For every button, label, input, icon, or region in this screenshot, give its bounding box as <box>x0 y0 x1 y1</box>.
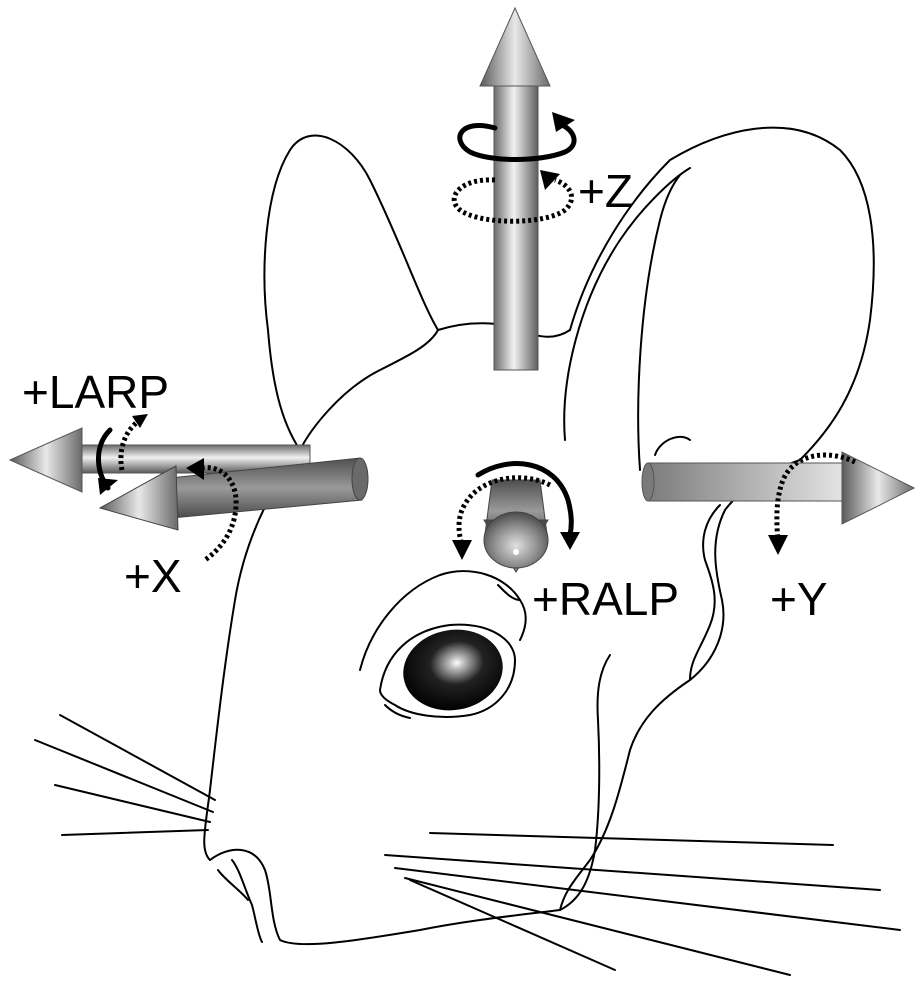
nose-detail <box>232 860 262 942</box>
upper-head-left <box>300 330 438 450</box>
left-ear <box>264 136 438 450</box>
whiskers <box>35 715 900 975</box>
whisker <box>385 855 880 890</box>
y-axis-label: +Y <box>770 573 828 625</box>
larp-label: +LARP <box>22 366 169 418</box>
whisker <box>430 833 833 845</box>
z-axis-arrow <box>480 8 550 370</box>
x-axis-label: +X <box>124 550 182 602</box>
whisker <box>60 715 215 800</box>
ear-tab <box>655 437 690 455</box>
right-face-inner <box>690 505 720 680</box>
whisker <box>55 785 210 822</box>
right-ear-inner-2 <box>638 175 680 470</box>
ralp-label: +RALP <box>532 573 679 625</box>
whisker <box>62 830 208 835</box>
ralp-axis-arrow <box>484 480 548 572</box>
whisker <box>410 880 615 970</box>
cheek <box>560 655 610 910</box>
z-axis-label: +Z <box>578 165 633 217</box>
